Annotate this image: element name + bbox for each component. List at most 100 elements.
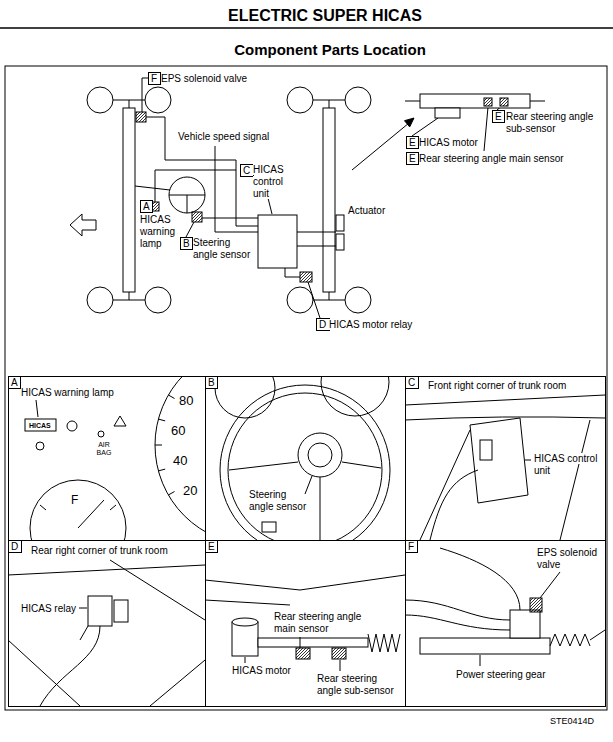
instrument-cluster	[155, 395, 175, 495]
callout-label: HICAS warning lamp	[21, 387, 114, 399]
instrument-cluster	[67, 421, 77, 431]
photo-panel: Front right corner of trunk roomHICAS co…	[405, 376, 606, 541]
letter-text: F	[408, 541, 414, 552]
gauge-number: 60	[171, 423, 185, 438]
part-label: HICAS warning lamp	[140, 214, 184, 250]
vehicle-schematic	[336, 234, 344, 250]
letter-text: B	[208, 377, 215, 388]
pointer-arrow	[352, 118, 414, 170]
steering-wheel	[305, 476, 312, 494]
photo-panel: HICAS warning lampHICASAIR BAG80604020FA	[8, 376, 206, 541]
trunk-rear-right	[114, 600, 128, 622]
vehicle-schematic	[258, 215, 297, 268]
part-label: Actuator	[348, 205, 385, 217]
power-steering-gear	[550, 630, 605, 646]
callout-label: EPS solenoid valve	[537, 547, 597, 570]
instrument-cluster	[25, 419, 56, 431]
part-label: HICAS motor relay	[329, 319, 412, 331]
letter-text: C	[243, 165, 250, 176]
part-label: HICAS control unit	[253, 164, 295, 200]
gauge-number: 60	[171, 423, 185, 439]
part-label: HICAS control unit	[253, 164, 284, 199]
gauge-number: 80	[179, 393, 193, 409]
signal-label: Vehicle speed signal	[178, 131, 269, 143]
wiring	[155, 170, 236, 202]
trunk-front-right	[480, 440, 492, 460]
trunk-front-right	[525, 460, 531, 461]
letter-tag: B	[205, 376, 218, 389]
steering-wheel	[228, 393, 382, 540]
steering-wheel	[298, 433, 342, 477]
pointer-arrow	[352, 123, 409, 170]
letter-text: E	[208, 541, 215, 552]
part-label: HICAS motor	[419, 137, 478, 148]
callout-label: Rear steering angle sub-sensor	[317, 673, 394, 696]
letter-tag: E	[406, 152, 419, 165]
part-label: HICAS warning lamp	[140, 214, 175, 249]
part-label: Rear steering angle main sensor	[419, 153, 564, 165]
instrument-cluster	[98, 431, 104, 437]
wiring	[215, 146, 258, 232]
trunk-front-right	[406, 395, 605, 540]
instrument-cluster	[40, 500, 116, 528]
power-steering-gear	[480, 572, 560, 666]
letter-tag: A	[140, 200, 153, 213]
instrument-cluster	[114, 416, 126, 426]
letter-tag: F	[405, 540, 418, 553]
location-note: Rear right corner of trunk room	[31, 545, 168, 557]
figure-code: STE0414D	[550, 716, 594, 726]
actuator-inset	[484, 98, 492, 106]
vehicle-schematic	[70, 214, 96, 236]
wiring	[285, 268, 300, 277]
rear-suspension	[296, 648, 310, 659]
leader-line	[412, 118, 438, 136]
photo-panel: Steering angle sensor B	[205, 376, 406, 541]
vehicle-schematic	[287, 87, 313, 113]
callout-label: Steering angle sensor	[249, 489, 306, 512]
component-marker	[136, 112, 146, 122]
gauge-number: F	[71, 493, 78, 507]
vehicle-schematic	[135, 186, 205, 213]
steering-wheel	[308, 443, 332, 467]
figure-code: STE0414D	[550, 716, 594, 727]
rear-suspension	[232, 622, 258, 656]
photo-panel: EPS solenoid valvePower steering gear F	[405, 540, 606, 707]
signal-label: Vehicle speed signal	[178, 131, 269, 142]
power-steering-gear	[406, 548, 520, 630]
wiring	[297, 232, 336, 246]
page-title: ELECTRIC SUPER HICAS	[200, 6, 450, 25]
actuator-inset	[420, 94, 530, 108]
letter-text: E	[495, 111, 502, 122]
rear-suspension	[258, 638, 368, 647]
subtitle: Component Parts Location	[210, 41, 450, 59]
rear-suspension	[206, 575, 405, 671]
letter-tag: C	[405, 376, 419, 389]
part-label: EPS solenoid valve	[161, 73, 247, 85]
gauge-number: 40	[173, 453, 187, 469]
callout-label: HICAS warning lamp	[21, 387, 114, 398]
letter-tag: D	[8, 540, 22, 553]
trunk-rear-right	[88, 596, 112, 626]
part-label: Rear steering angle sub-sensor	[506, 111, 593, 134]
letter-text: E	[409, 153, 416, 164]
letter-tag: E	[205, 540, 218, 553]
steering-wheel	[262, 522, 276, 532]
lamp-legend: AIR BAG	[97, 441, 112, 456]
callout-label: Power steering gear	[456, 669, 546, 680]
leader-line	[308, 282, 320, 318]
callout-label: HICAS relay	[21, 603, 76, 615]
part-label: HICAS motor relay	[329, 319, 412, 330]
vehicle-schematic	[70, 87, 371, 313]
gauge-number: 20	[183, 483, 197, 498]
trunk-rear-right	[9, 560, 205, 706]
title-rule	[0, 27, 613, 29]
rear-suspension	[368, 634, 400, 652]
letter-text: F	[151, 73, 157, 84]
callout-label: Rear steering angle main sensor	[274, 611, 361, 634]
callout-label: Power steering gear	[456, 669, 546, 681]
location-note: Rear right corner of trunk room	[31, 545, 168, 556]
location-note: Front right corner of trunk room	[428, 380, 566, 392]
component-marker	[136, 112, 312, 282]
part-label: Rear steering angle main sensor	[419, 153, 564, 164]
